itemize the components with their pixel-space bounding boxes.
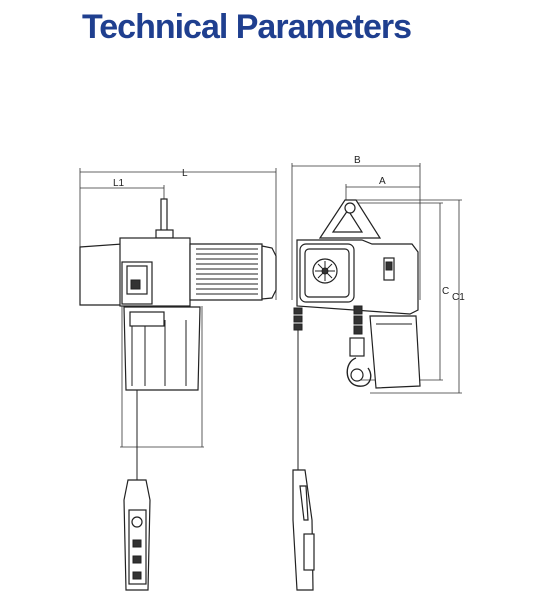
label-L: L	[182, 168, 188, 179]
motor-end-cap	[261, 245, 277, 300]
chain-container-front	[369, 315, 421, 389]
side-view: L L1	[79, 168, 277, 591]
chain-bag-housing	[79, 243, 123, 306]
pendant-strain-relief	[293, 307, 303, 331]
page-title: Technical Parameters	[82, 8, 412, 46]
dimension-C1: C1	[350, 199, 465, 394]
label-L1: L1	[113, 178, 125, 189]
dimension-B: B	[291, 155, 421, 300]
label-A: A	[379, 176, 386, 187]
label-B: B	[354, 155, 361, 166]
chain-container	[123, 306, 201, 391]
pendant-control-side	[292, 469, 315, 591]
dimension-L1: L1	[80, 178, 165, 232]
pendant-control	[123, 479, 151, 591]
motor	[189, 243, 263, 301]
label-C: C	[442, 286, 449, 297]
front-view: B A C C1	[291, 155, 465, 591]
load-chain	[349, 305, 365, 357]
dimension-A: A	[345, 176, 420, 200]
bottom-hook	[346, 357, 372, 387]
label-C1: C1	[452, 292, 465, 303]
suspension-rod	[160, 198, 168, 233]
